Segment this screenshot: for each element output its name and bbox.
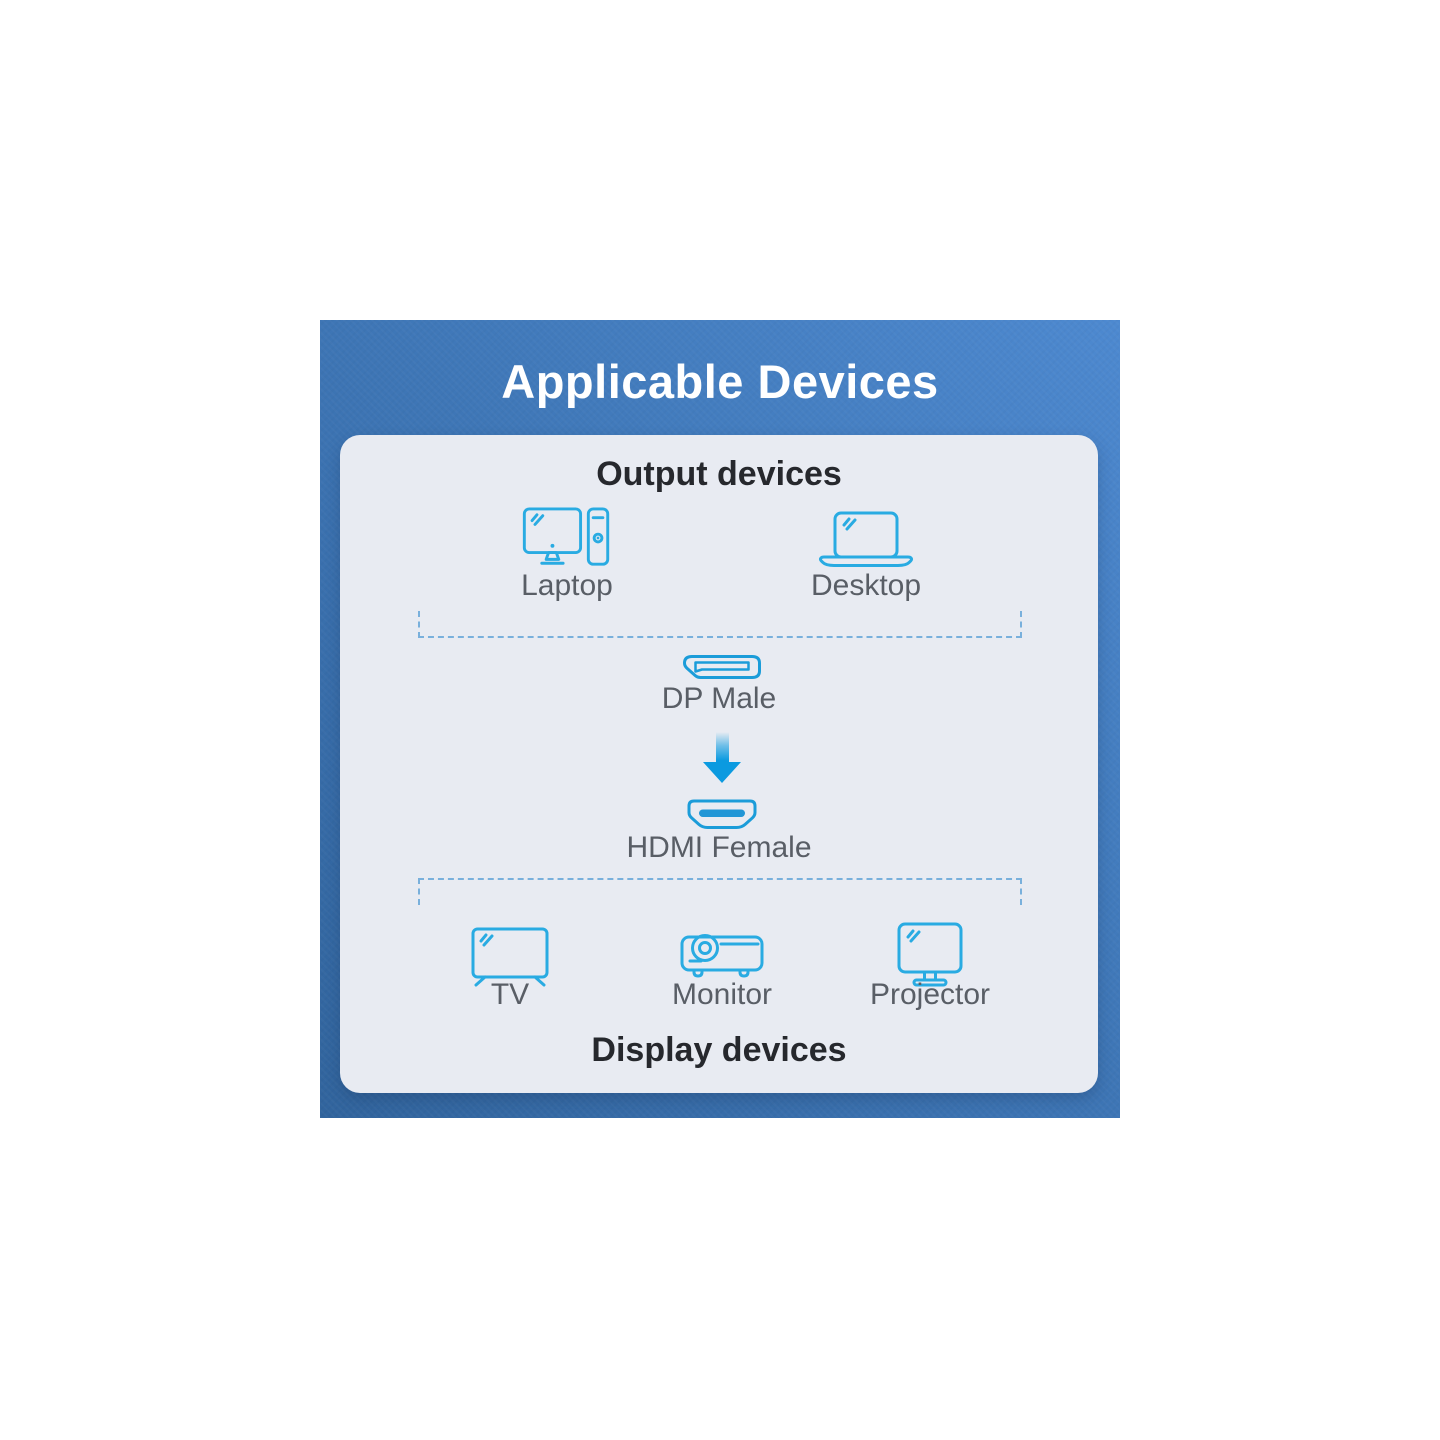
projector-icon [680,925,764,983]
display-device-label: Monitor [671,978,773,1011]
connector-label: DP Male [661,682,777,715]
applicable-devices-panel: Applicable Devices Output devices Laptop [320,320,1120,1118]
display-bracket [418,878,1022,905]
tv-icon [471,927,549,987]
output-device-label: Desktop [810,569,922,602]
display-device-label: TV [490,978,530,1011]
output-device-label: Laptop [521,569,613,602]
monitor-icon [897,922,963,990]
hdmi-female-connector-icon [687,799,757,831]
laptop-icon [818,511,914,569]
devices-card: Output devices Laptop [340,435,1098,1093]
page-title: Applicable Devices [501,355,939,408]
display-devices-heading: Display devices [591,1031,847,1069]
down-arrow-icon [703,732,741,783]
output-devices-heading: Output devices [596,455,842,493]
desktop-computer-icon [522,507,612,571]
display-device-label: Projector [869,978,991,1011]
connector-label: HDMI Female [626,831,812,864]
output-bracket [418,611,1022,638]
displayport-male-connector-icon [682,654,762,680]
